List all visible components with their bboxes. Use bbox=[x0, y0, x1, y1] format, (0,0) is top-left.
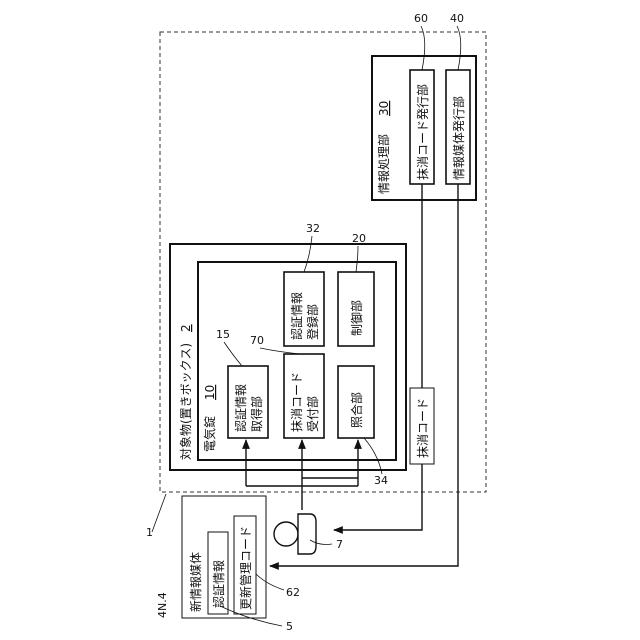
system-ref-leader bbox=[152, 494, 166, 532]
erase-receive-line1: 抹消コード bbox=[290, 372, 304, 432]
system-ref: 1 bbox=[146, 526, 153, 539]
collation-ref: 34 bbox=[374, 474, 388, 487]
new-media-label: 新情報媒体 bbox=[188, 552, 203, 612]
auth-info-label: 認証情報 bbox=[211, 560, 226, 608]
erase-receive-leader bbox=[260, 348, 300, 354]
collation-leader bbox=[364, 438, 382, 474]
auth-register-leader bbox=[304, 236, 312, 272]
user-ref: 7 bbox=[336, 538, 343, 551]
user-head bbox=[274, 522, 298, 546]
auth-acquire-line1: 認証情報 bbox=[233, 384, 248, 432]
target-object-label-group: 対象物(置きボックス) 2 bbox=[179, 324, 193, 460]
control-leader bbox=[356, 246, 358, 272]
auth-register-line1: 認証情報 bbox=[289, 292, 304, 340]
info-processing-label-group: 情報処理部 30 bbox=[376, 101, 391, 194]
erase-receive-ref: 70 bbox=[250, 334, 264, 347]
info-processing-num: 30 bbox=[377, 101, 391, 116]
erase-code-issuer-label: 抹消コード発行部 bbox=[415, 84, 430, 180]
new-media-ref: 5 bbox=[286, 620, 293, 633]
electric-lock-label-group: 電気錠 10 bbox=[202, 385, 217, 452]
auth-acquire-ref: 15 bbox=[216, 328, 230, 341]
user-body bbox=[298, 514, 316, 554]
auth-register-ref: 32 bbox=[306, 222, 320, 235]
target-object-label: 対象物(置きボックス) bbox=[179, 343, 193, 460]
erase-code-issuer-ref: 60 bbox=[414, 12, 428, 25]
auth-register-line2: 登録部 bbox=[305, 304, 320, 340]
target-object-num: 2 bbox=[179, 324, 193, 332]
auth-acquire-line2: 取得部 bbox=[249, 396, 264, 432]
figure-label: 4N.4 bbox=[156, 592, 169, 618]
auth-acquire-leader bbox=[224, 342, 242, 366]
erase-receive-line2: 受付部 bbox=[305, 396, 320, 432]
electric-lock-label: 電気錠 bbox=[202, 416, 217, 452]
update-code-label: 更新管理コード bbox=[238, 526, 253, 610]
electric-lock-num: 10 bbox=[203, 385, 217, 400]
collation-label: 照合部 bbox=[349, 392, 364, 428]
user-figure bbox=[274, 514, 316, 554]
media-issuer-ref: 40 bbox=[450, 12, 464, 25]
update-code-ref: 62 bbox=[286, 586, 300, 599]
media-issuer-label: 情報媒体発行部 bbox=[451, 96, 466, 180]
control-label: 制御部 bbox=[349, 300, 364, 336]
control-ref: 20 bbox=[352, 232, 366, 245]
info-processing-label: 情報処理部 bbox=[376, 134, 391, 194]
erase-code-flow-label: 抹消コード bbox=[416, 398, 430, 458]
